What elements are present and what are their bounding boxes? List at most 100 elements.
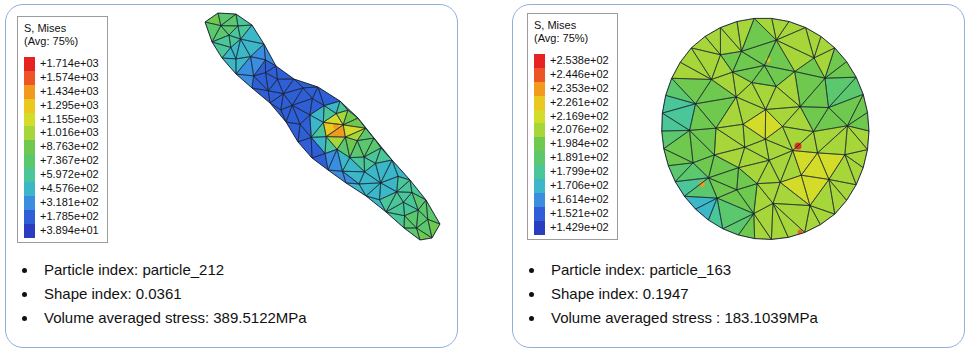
mesh-element (342, 158, 364, 172)
mesh-edge (350, 141, 364, 158)
stress-legend: S, Mises(Avg: 75%)+1.714e+03+1.574e+03+1… (17, 16, 108, 243)
mesh-element (690, 128, 716, 155)
mesh-element (254, 73, 269, 91)
bullet-dot (529, 316, 534, 321)
bullet-dot (529, 292, 534, 297)
mesh-edge (405, 210, 419, 228)
mesh-edge (359, 172, 381, 184)
bullet-text: Shape index: 0.1947 (551, 285, 689, 303)
mesh-element (265, 60, 276, 73)
mesh-element (672, 78, 712, 104)
mesh-edge (397, 176, 410, 191)
bullet-dot (529, 268, 534, 273)
bullet-text: Volume averaged stress: 389.5122MPa (44, 309, 307, 327)
mesh-edge (238, 25, 252, 39)
bullet-row: Particle index: particle_212 (22, 258, 307, 282)
mesh-edge (342, 171, 364, 184)
mesh-element (772, 18, 789, 40)
mesh-edge (403, 192, 418, 210)
bullet-dot (22, 316, 27, 321)
mesh-element (397, 180, 412, 192)
legend-swatch (24, 71, 35, 85)
mesh-edge (743, 109, 766, 139)
legend-row: +2.538e+02 (534, 54, 609, 68)
mesh-edge (801, 153, 829, 180)
legend-row: +1.785e+02 (24, 210, 99, 224)
mesh-edge (810, 206, 835, 225)
mesh-element (800, 78, 828, 107)
mesh-outline (662, 18, 869, 239)
mesh-edge (752, 65, 776, 86)
mesh-edge (303, 87, 318, 98)
mesh-edge (743, 124, 765, 147)
mesh-edge (717, 198, 754, 229)
mesh-edge (662, 113, 690, 131)
mesh-edge (675, 178, 708, 196)
mesh-edge (684, 178, 717, 198)
mesh-edge (662, 130, 690, 148)
mesh-edge (696, 97, 737, 128)
legend-swatch (24, 99, 35, 113)
mesh-edge (690, 128, 716, 155)
mesh-element (754, 214, 772, 240)
legend-swatch (24, 182, 35, 196)
mesh-edge (813, 126, 847, 153)
legend-row: +1.016e+03 (24, 126, 99, 140)
legend-row: +8.763e+02 (24, 140, 99, 154)
mesh-edge (754, 203, 773, 239)
mesh-element (773, 203, 805, 237)
legend-row: +1.799e+02 (534, 165, 609, 179)
mesh-element (829, 179, 856, 200)
legend-row: +2.261e+02 (534, 96, 609, 110)
legend-value: +2.261e+02 (550, 96, 609, 110)
legend-title: (Avg: 75%) (534, 32, 609, 45)
mesh-edge (733, 65, 765, 82)
legend-swatch (24, 126, 35, 140)
mesh-edge (736, 83, 765, 110)
mesh-element (359, 172, 381, 184)
mesh-edge (714, 128, 744, 155)
mesh-edge (772, 18, 789, 40)
mesh-edge (337, 149, 350, 171)
mesh-edge (800, 78, 828, 107)
legend-swatch (534, 207, 545, 221)
mesh-edge (328, 149, 342, 171)
legend-row: +3.894e+01 (24, 224, 99, 238)
mesh-edge (801, 175, 829, 205)
mesh-edge (404, 216, 417, 228)
stress-legend: S, Mises(Avg: 75%)+2.538e+02+2.446e+02+2… (527, 13, 618, 240)
legend-row: +1.614e+02 (534, 193, 609, 207)
legend-row: +2.076e+02 (534, 123, 609, 137)
mesh-edge (765, 127, 792, 151)
mesh-edge (318, 87, 340, 106)
mesh-edge (672, 62, 712, 79)
legend-value: +3.894e+01 (40, 224, 99, 238)
stress-hotspot (699, 181, 705, 187)
legend-row: +2.446e+02 (534, 68, 609, 82)
bullet-text: Particle index: particle_163 (551, 261, 731, 279)
legend-swatch (24, 210, 35, 224)
legend-row: +5.972e+02 (24, 168, 99, 182)
mesh-edge (709, 168, 739, 190)
legend-row: +1.891e+02 (534, 151, 609, 165)
legend-row: +2.169e+02 (534, 110, 609, 124)
legend-swatch (24, 113, 35, 127)
mesh-edge (764, 40, 794, 71)
mesh-edge (229, 26, 241, 39)
mesh-edge (690, 130, 715, 162)
legend-value: +1.295e+03 (40, 99, 99, 113)
legend-row: +1.295e+03 (24, 99, 99, 113)
mesh-edge (326, 137, 345, 150)
legend-value: +1.016e+03 (40, 126, 99, 140)
mesh-edge (757, 160, 780, 183)
legend-swatch (24, 168, 35, 182)
mesh-edge (754, 214, 772, 240)
legend-value: +2.446e+02 (550, 68, 609, 82)
mesh-edge (672, 78, 712, 104)
mesh-edge (696, 198, 718, 220)
mesh-edge (847, 112, 869, 131)
particle-mesh (205, 13, 440, 240)
legend-value: +4.576e+02 (40, 182, 99, 196)
mesh-element (238, 25, 252, 39)
bullet-dot (22, 268, 27, 273)
